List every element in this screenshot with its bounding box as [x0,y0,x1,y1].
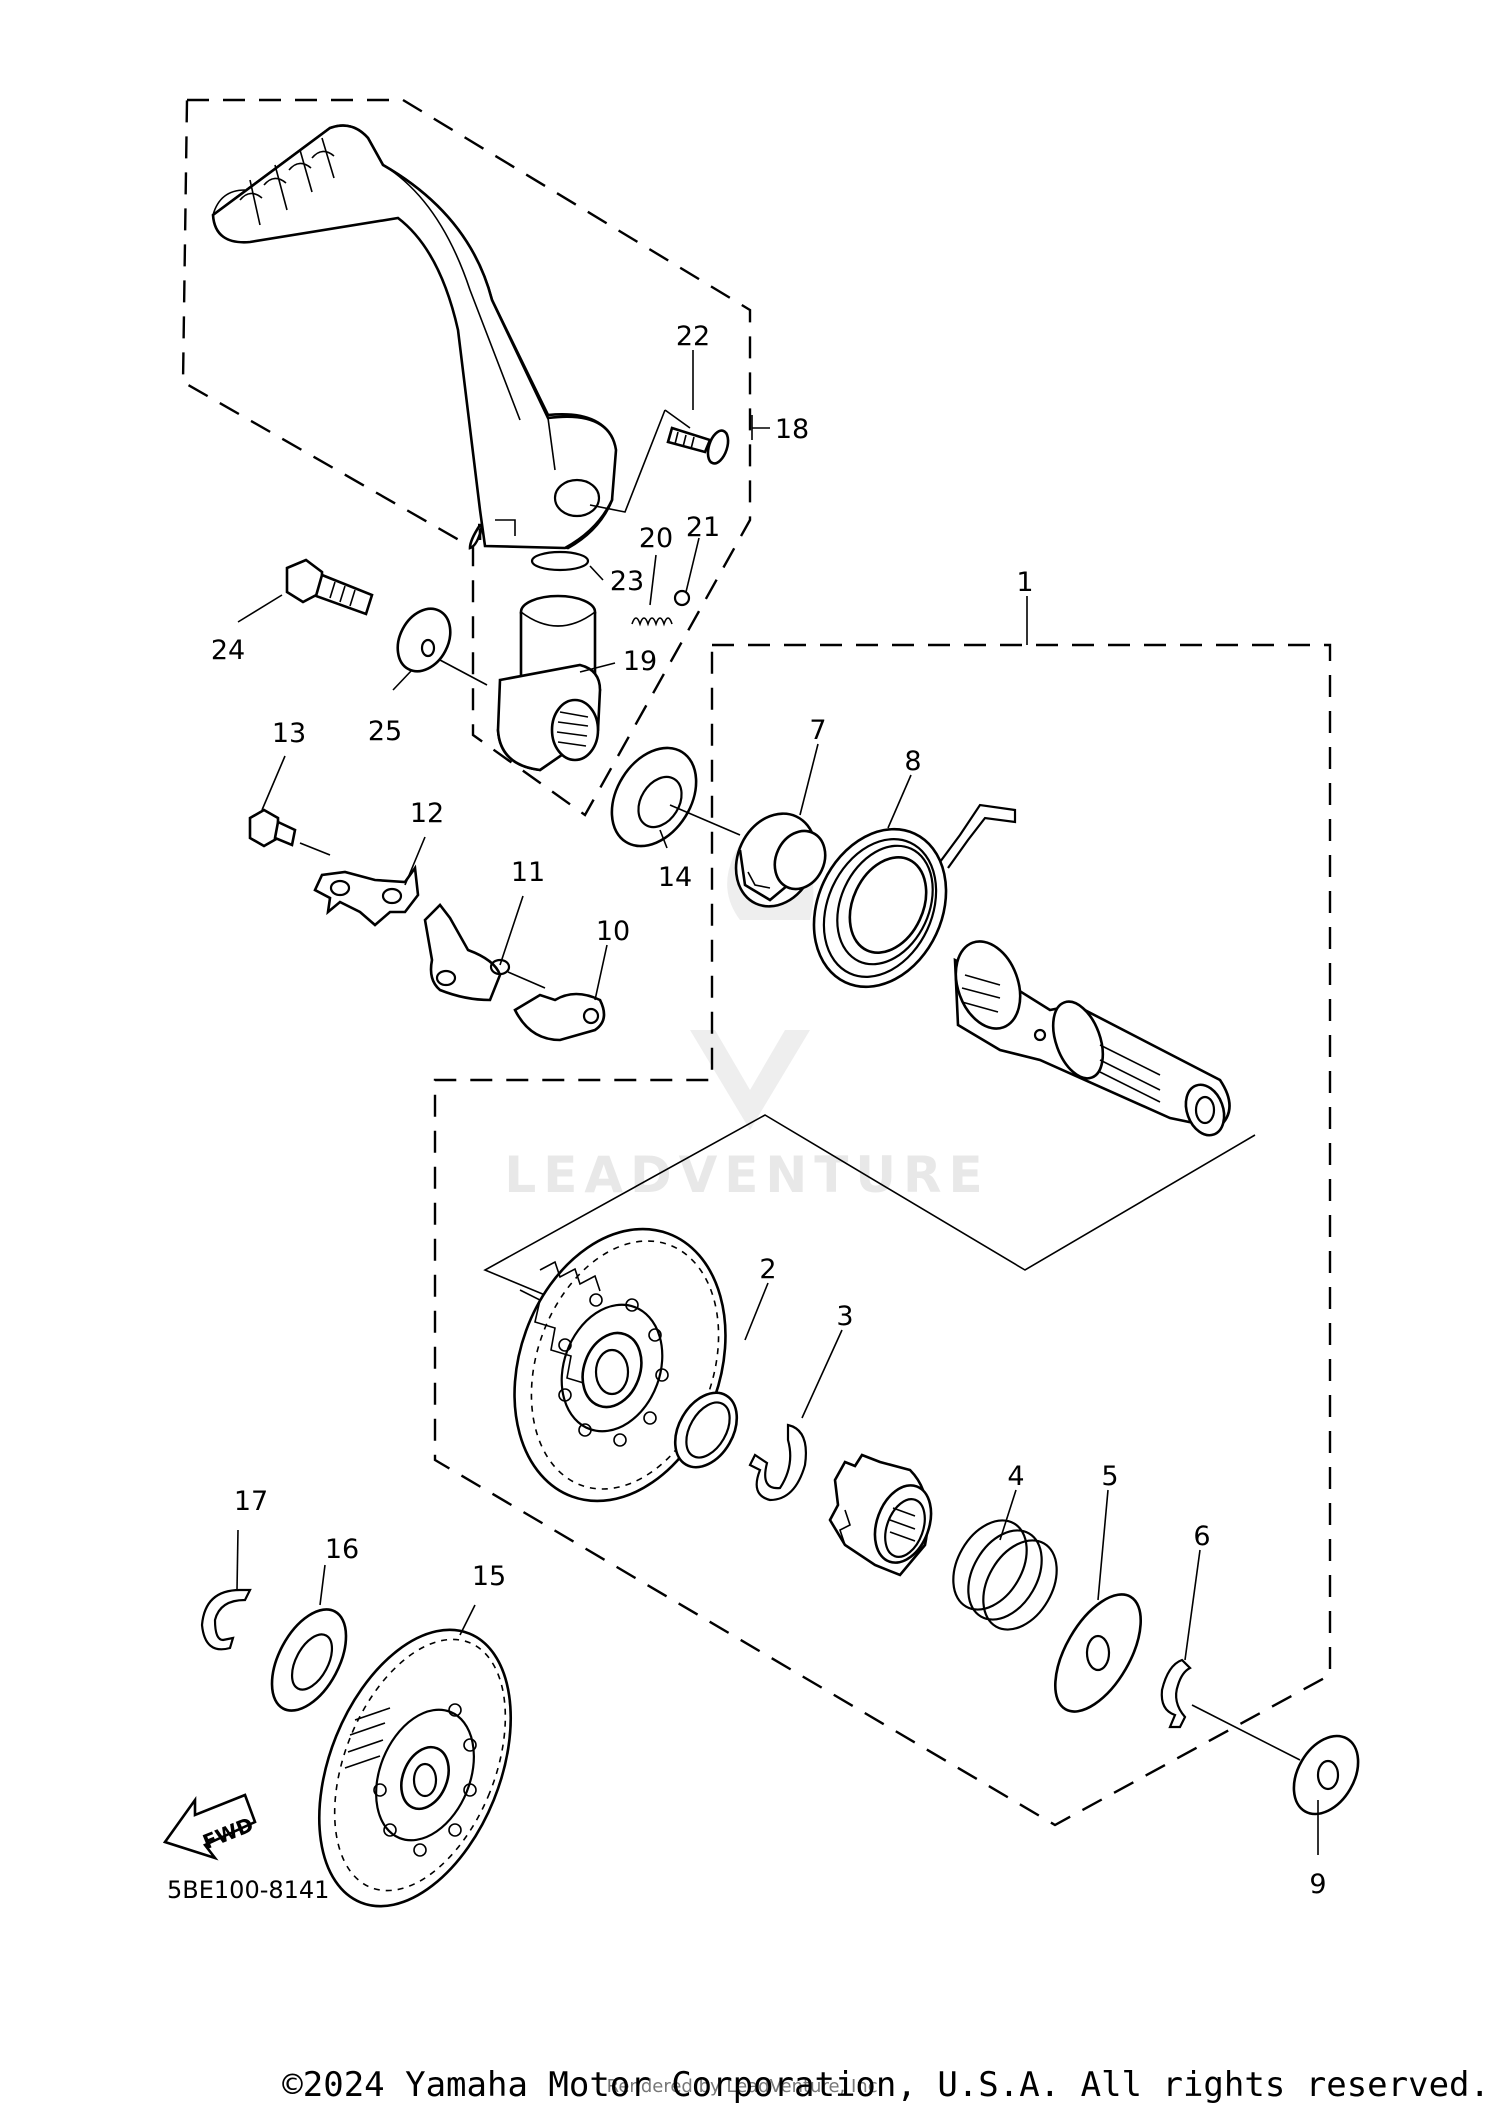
kick-shaft [953,940,1231,1137]
callout-14: 14 [658,862,692,893]
spring-20 [631,617,673,627]
washer-9 [1292,1734,1360,1816]
callout-18: 18 [775,414,809,445]
diagram-code: 5BE100-8141 [167,1876,329,1904]
washer-16 [270,1608,348,1712]
spring-4 [952,1519,1058,1631]
callout-6: 6 [1193,1521,1210,1552]
kick-crank-boss-19 [496,594,602,772]
plate-12-hole-a [329,879,351,897]
callout-leaders [236,350,1319,1855]
callout-7: 7 [809,715,826,746]
axis-25-to-19 [439,659,488,686]
axis-11-to-10 [507,971,546,989]
spring-guide-7 [734,812,827,908]
circlip-3 [748,1423,807,1502]
copyright-notice: ©2024 Yamaha Motor Corporation, U.S.A. A… [282,2065,1490,2105]
axis-13-to-12 [299,842,331,856]
rendered-by: Rendered by LeadVenture, Inc. [607,2076,884,2097]
kick-crank-arm [211,124,618,550]
stopper-10-hole [582,1007,600,1025]
kick-shaft-assembly-boundary [433,643,1332,1827]
callout-5: 5 [1101,1461,1118,1492]
callout-8: 8 [904,746,921,777]
callout-20: 20 [639,523,673,554]
callout-17: 17 [234,1486,268,1517]
plate-12-hole-b [381,887,403,905]
bolt-24 [285,558,374,616]
callout-19: 19 [623,646,657,677]
torsion-spring-8 [812,803,1017,989]
watermark-text: LEADVENTURE [504,1146,989,1204]
callout-labels: 1 2 3 4 5 6 7 8 9 10 11 12 13 14 15 16 1… [211,321,1327,1900]
callout-21: 21 [686,512,720,543]
fwd-arrow-icon: FWD [162,1793,257,1861]
stopper-10 [513,992,606,1042]
gear-15 [317,1628,513,1908]
leader-22-to-crank [589,409,691,513]
guide-11-hole-b [489,958,511,976]
callout-1: 1 [1016,567,1033,598]
explode-trace-frame [483,1114,1256,1296]
axis-6-to-9 [1191,1704,1301,1761]
bolt-22 [666,426,730,465]
callout-15: 15 [472,1561,506,1592]
axis-14-to-7 [669,804,741,836]
callout-25: 25 [368,716,402,747]
washer-2 [673,1391,739,1469]
callout-23: 23 [610,566,644,597]
washer-5 [1053,1593,1143,1713]
callout-22: 22 [676,321,710,352]
ball-21 [673,589,691,607]
o-ring-23 [530,550,590,572]
ratchet-wheel [828,1453,933,1577]
callout-3: 3 [836,1301,853,1332]
callout-9: 9 [1309,1869,1326,1900]
callout-13: 13 [272,718,306,749]
callout-11: 11 [511,857,545,888]
bolt-13 [248,808,297,848]
kick-gear [513,1227,727,1503]
callout-24: 24 [211,635,245,666]
callout-4: 4 [1007,1461,1024,1492]
oil-seal-14 [610,746,698,848]
guide-11-hole-a [435,969,457,987]
washer-25 [396,607,452,673]
circlip-6 [1160,1658,1192,1729]
callout-12: 12 [410,798,444,829]
guide-11 [423,903,502,1002]
kick-crank-assembly-boundary [181,98,752,817]
callout-2: 2 [759,1254,776,1285]
circlip-17 [200,1588,252,1651]
plate-12 [313,864,420,927]
callout-10: 10 [596,916,630,947]
callout-16: 16 [325,1534,359,1565]
